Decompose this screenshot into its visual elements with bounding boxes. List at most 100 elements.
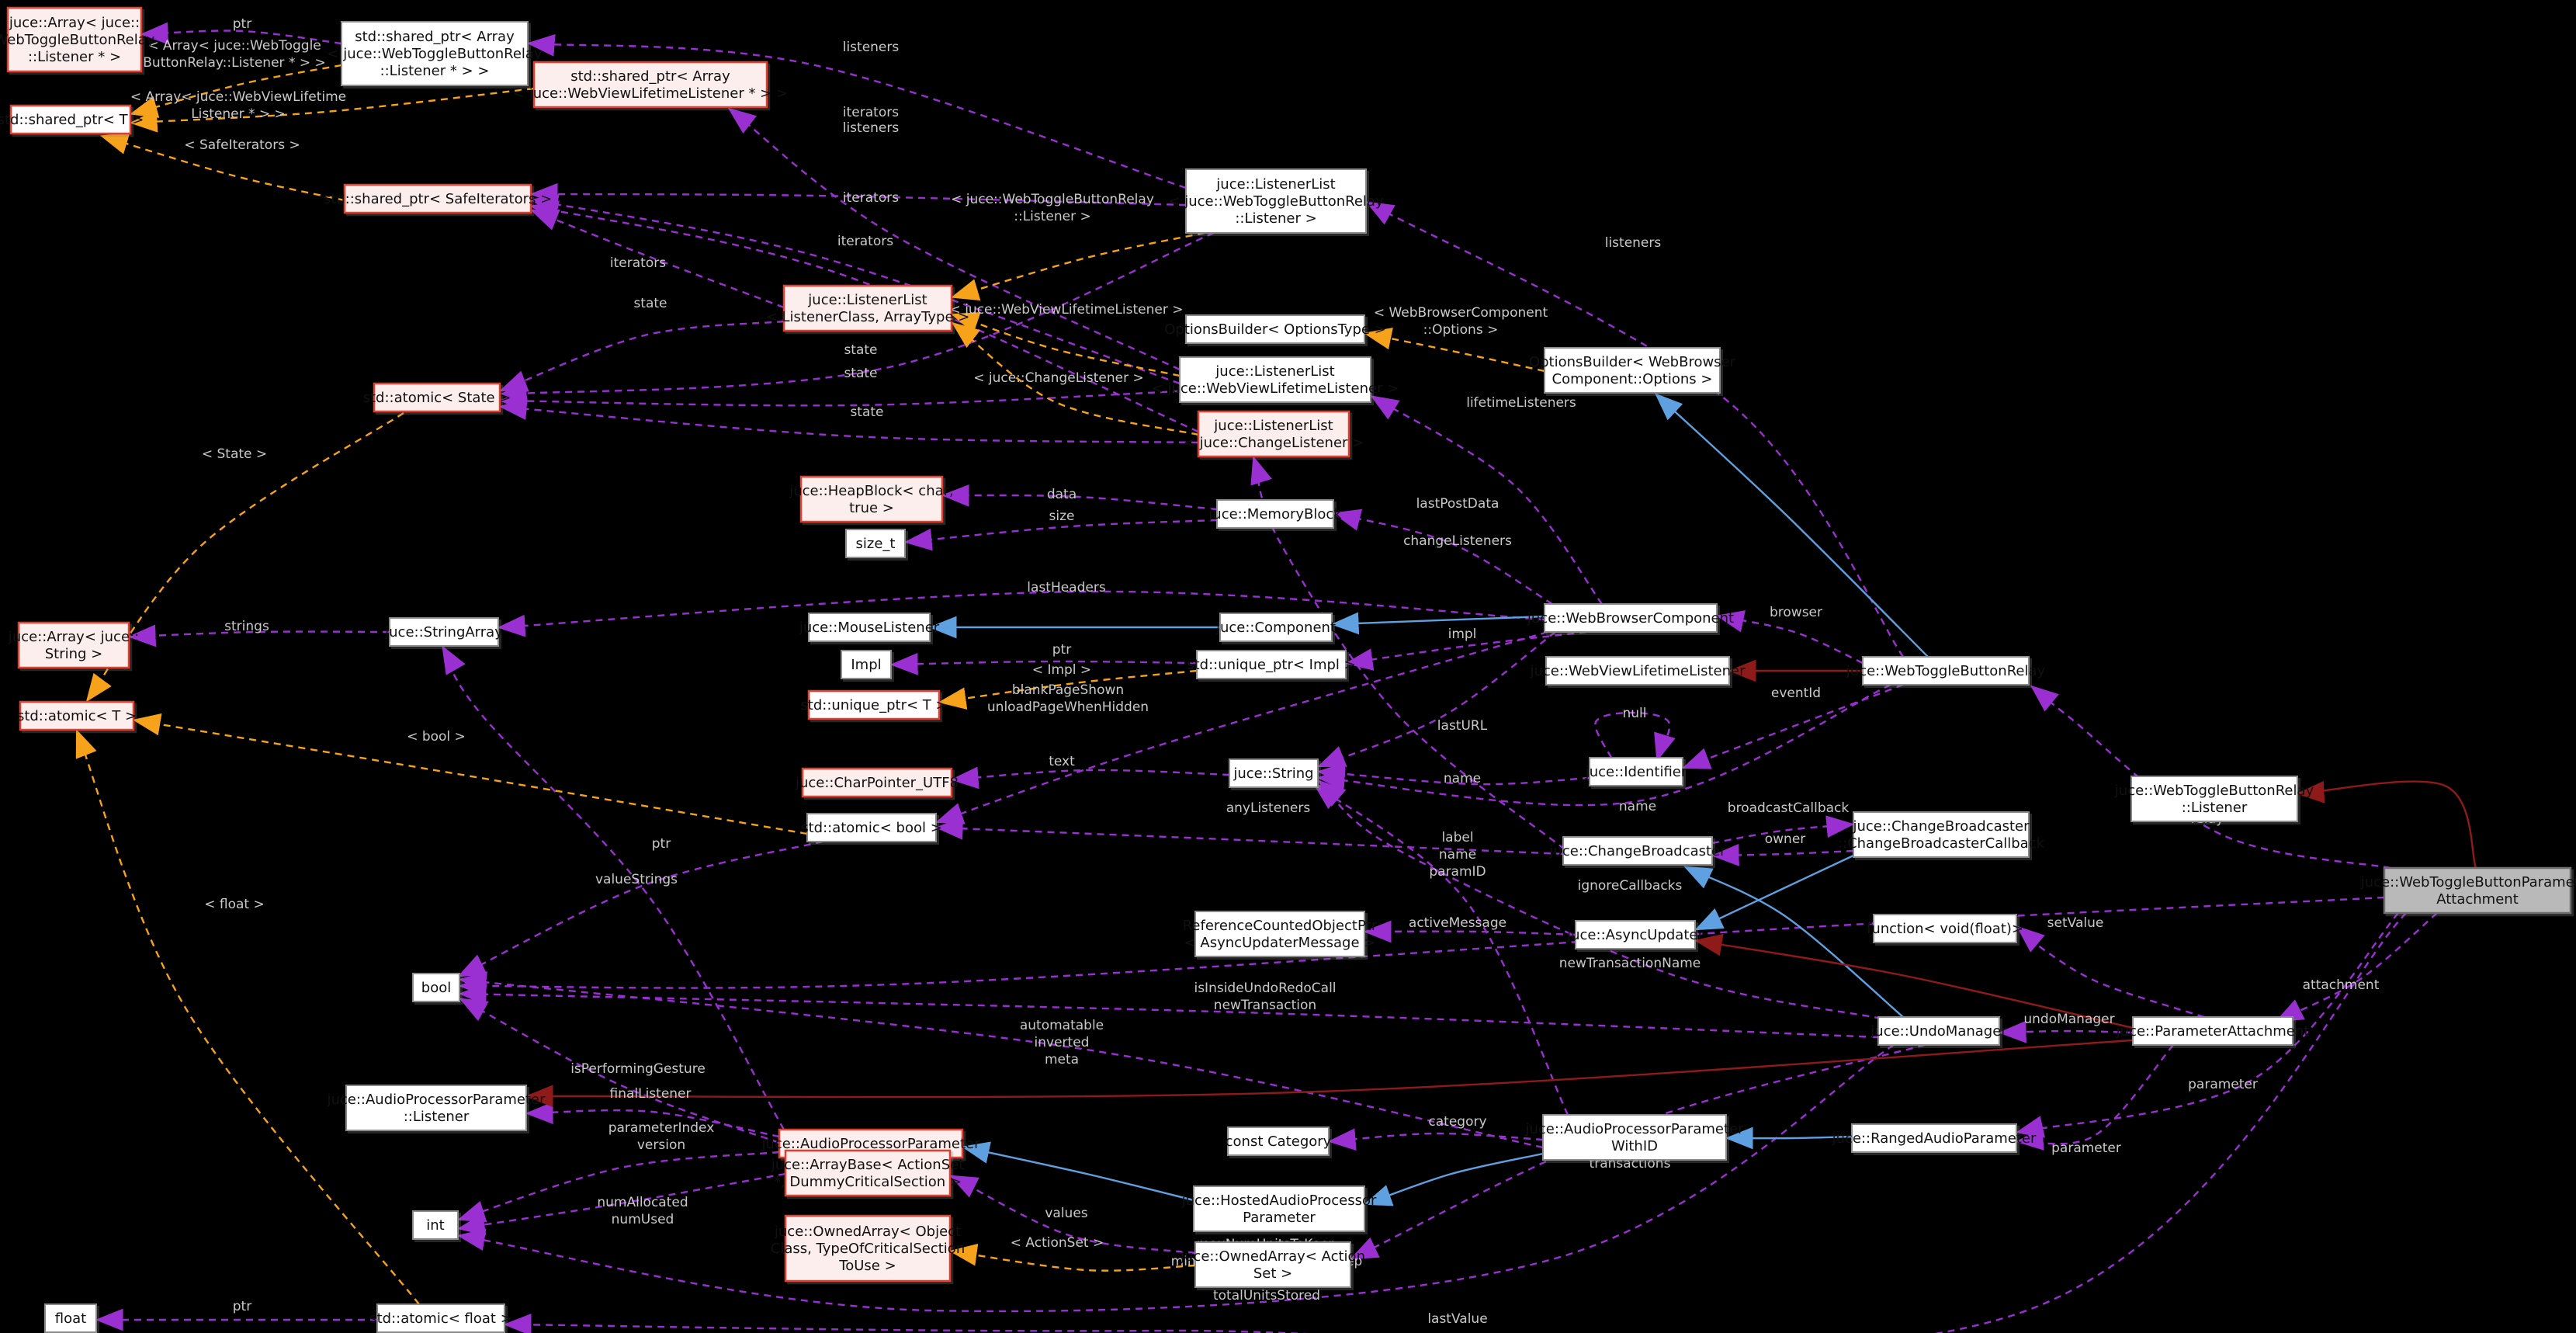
node-box-charpointer-utf8[interactable] <box>801 767 953 798</box>
node-shared-ptr-array-wvll[interactable]: std::shared_ptr< Array< juce::WebViewLif… <box>513 61 788 109</box>
node-webtogglebuttonrelay-listener[interactable]: juce::WebToggleButtonRelay::Listener <box>2114 776 2314 822</box>
node-box-webtogglebuttonparameterattachment[interactable] <box>2383 866 2572 915</box>
node-identifier[interactable]: juce::Identifier <box>1585 757 1687 786</box>
node-box-arraybase-actionset[interactable] <box>784 1149 952 1197</box>
node-impl[interactable]: Impl <box>841 650 892 679</box>
node-shared-ptr-array-relay-listener[interactable]: std::shared_ptr< Array< juce::WebToggleB… <box>327 21 543 86</box>
node-atomic-bool[interactable]: std::atomic< bool > <box>801 813 942 842</box>
node-box-array-string[interactable] <box>17 621 130 669</box>
node-box-optionsbuilder-wbc-options[interactable] <box>1544 347 1721 394</box>
node-box-bool[interactable] <box>412 973 460 1002</box>
node-box-listenerlist-template[interactable] <box>782 284 953 332</box>
node-box-shared-ptr-array-wvll[interactable] <box>532 61 768 109</box>
node-box-impl[interactable] <box>841 650 892 679</box>
node-const-category[interactable]: const Category <box>1226 1126 1332 1156</box>
node-box-listenerlist-relay-listener[interactable] <box>1185 168 1367 234</box>
node-webbrowsercomponent[interactable]: juce::WebBrowserComponent <box>1527 603 1734 633</box>
node-box-atomic-bool[interactable] <box>806 813 937 842</box>
node-box-parameterattachment[interactable] <box>2132 1016 2293 1046</box>
node-mouselistener[interactable]: juce::MouseListener <box>799 613 940 642</box>
node-box-rangedaudioparameter[interactable] <box>1851 1123 2017 1153</box>
node-box-listenerlist-changelistener[interactable] <box>1197 410 1350 458</box>
node-listenerlist-template[interactable]: juce::ListenerList< ListenerClass, Array… <box>766 284 970 332</box>
node-webviewlifetimelistener[interactable]: juce::WebViewLifetimeListener <box>1530 656 1746 686</box>
node-changebroadcastercallback[interactable]: juce::ChangeBroadcaster::ChangeBroadcast… <box>1838 811 2045 858</box>
node-box-shared-ptr-t[interactable] <box>9 104 132 135</box>
node-box-shared-ptr-array-relay-listener[interactable] <box>341 21 529 86</box>
node-box-unique-ptr-t[interactable] <box>807 689 941 720</box>
node-shared-ptr-t[interactable]: std::shared_ptr< T > <box>0 104 144 135</box>
node-function-void-float[interactable]: function< void(float)> <box>1867 914 2023 943</box>
node-asyncupdater[interactable]: juce::AsyncUpdater <box>1566 920 1704 949</box>
node-atomic-state[interactable]: std::atomic< State > <box>363 382 511 413</box>
node-undomanager[interactable]: juce::UndoManager <box>1870 1016 2007 1046</box>
node-unique-ptr-t[interactable]: std::unique_ptr< T > <box>800 689 948 720</box>
node-box-component[interactable] <box>1219 613 1333 642</box>
node-box-atomic-state[interactable] <box>373 382 501 413</box>
node-box-stringarray[interactable] <box>389 617 499 647</box>
node-heapblock-char[interactable]: juce::HeapBlock< char,true > <box>789 475 954 523</box>
node-refcountedobjectptr-asyncupdatermessage[interactable]: ReferenceCountedObjectPtr< AsyncUpdaterM… <box>1183 911 1378 957</box>
node-audioprocessorparameter-listener[interactable]: juce::AudioProcessorParameter::Listener <box>326 1085 546 1131</box>
node-box-changebroadcastercallback[interactable] <box>1853 811 2030 858</box>
node-charpointer-utf8[interactable]: juce::CharPointer_UTF8 <box>795 767 959 798</box>
node-shared-ptr-safeiterators[interactable]: std::shared_ptr< SafeIterators > <box>324 183 552 214</box>
node-box-webviewlifetimelistener[interactable] <box>1545 656 1730 686</box>
node-stringarray[interactable]: juce::StringArray <box>384 617 503 647</box>
node-arraybase-actionset[interactable]: juce::ArrayBase< ActionSet*, DummyCritic… <box>771 1149 965 1197</box>
node-box-listenerlist-wvll[interactable] <box>1179 356 1371 403</box>
node-box-mouselistener[interactable] <box>808 613 931 642</box>
node-float[interactable]: float <box>44 1303 97 1333</box>
node-listenerlist-wvll[interactable]: juce::ListenerList< juce::WebViewLifetim… <box>1152 356 1399 403</box>
node-box-float[interactable] <box>44 1303 97 1333</box>
node-array-relay-listener-ptr[interactable]: juce::Array< juce::WebToggleButtonRelay:… <box>0 6 155 73</box>
node-box-array-relay-listener-ptr[interactable] <box>6 6 143 73</box>
node-box-identifier[interactable] <box>1589 757 1683 786</box>
node-box-ownedarray-actionset[interactable] <box>1194 1241 1351 1288</box>
node-box-audioprocessorparameterwithid[interactable] <box>1542 1114 1727 1161</box>
node-parameterattachment[interactable]: juce::ParameterAttachment <box>2116 1016 2310 1046</box>
node-box-webbrowsercomponent[interactable] <box>1544 603 1718 633</box>
node-box-int[interactable] <box>412 1210 459 1240</box>
node-size-t[interactable]: size_t <box>845 529 906 558</box>
node-box-const-category[interactable] <box>1227 1126 1330 1156</box>
node-box-size-t[interactable] <box>845 529 906 558</box>
node-box-atomic-t[interactable] <box>19 700 135 731</box>
node-box-ownedarray-template[interactable] <box>784 1214 952 1283</box>
node-box-unique-ptr-impl[interactable] <box>1196 650 1347 679</box>
node-bool[interactable]: bool <box>412 973 460 1002</box>
node-box-hostedaudioprocessorparameter[interactable] <box>1193 1185 1365 1232</box>
node-int[interactable]: int <box>412 1210 459 1240</box>
node-box-optionsbuilder-optionstype[interactable] <box>1185 314 1365 344</box>
node-array-string[interactable]: juce::Array< juce::String > <box>8 621 139 669</box>
node-box-asyncupdater[interactable] <box>1575 920 1696 949</box>
node-component[interactable]: juce::Component <box>1215 613 1336 642</box>
node-listenerlist-relay-listener[interactable]: juce::ListenerList< juce::WebToggleButto… <box>1168 168 1384 234</box>
node-listenerlist-changelistener[interactable]: juce::ListenerList< juce::ChangeListener… <box>1184 410 1364 458</box>
node-box-function-void-float[interactable] <box>1873 914 2017 943</box>
node-rangedaudioparameter[interactable]: juce::RangedAudioParameter <box>1832 1123 2037 1153</box>
node-changebroadcaster[interactable]: juce::ChangeBroadcaster <box>1548 836 1726 866</box>
node-string[interactable]: juce::String <box>1229 758 1319 788</box>
node-webtogglebuttonrelay[interactable]: juce::WebToggleButtonRelay <box>1846 656 2046 686</box>
node-box-heapblock-char[interactable] <box>799 475 944 523</box>
node-box-refcountedobjectptr-asyncupdatermessage[interactable] <box>1194 911 1365 957</box>
node-atomic-float[interactable]: std::atomic< float > <box>369 1303 512 1333</box>
node-box-memoryblock[interactable] <box>1216 499 1334 529</box>
node-box-audioprocessorparameter-listener[interactable] <box>345 1085 527 1131</box>
node-atomic-t[interactable]: std::atomic< T > <box>17 700 137 731</box>
node-box-changebroadcaster[interactable] <box>1562 836 1713 866</box>
node-box-string[interactable] <box>1229 758 1319 788</box>
node-box-atomic-float[interactable] <box>376 1303 505 1333</box>
node-box-webtogglebuttonrelay-listener[interactable] <box>2130 776 2298 822</box>
node-memoryblock[interactable]: juce::MemoryBlock <box>1208 499 1342 529</box>
node-box-webtogglebuttonrelay[interactable] <box>1862 656 2030 686</box>
node-unique-ptr-impl[interactable]: std::unique_ptr< Impl > <box>1187 650 1356 679</box>
node-box-shared-ptr-safeiterators[interactable] <box>343 183 532 214</box>
